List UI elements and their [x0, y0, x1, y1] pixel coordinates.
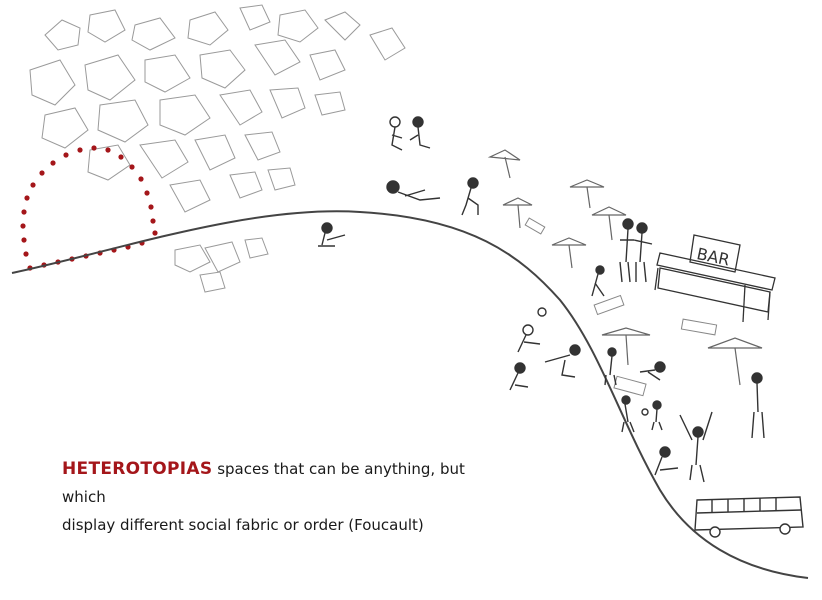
caption-line2: display different social fabric or order…: [62, 516, 424, 534]
bar-stand: [654, 234, 776, 323]
towels: [524, 217, 718, 397]
bus: [694, 496, 804, 538]
umbrellas: [487, 149, 763, 386]
shoreline: [11, 210, 809, 579]
bar-sign-text: BAR: [695, 244, 731, 269]
rock-cluster: [29, 4, 406, 293]
caption-keyword: HETEROTOPIAS: [62, 459, 213, 479]
caption: HETEROTOPIAS spaces that can be anything…: [62, 455, 482, 539]
caption-line1: spaces that can be anything, but which: [62, 460, 465, 506]
beachgoers: [318, 116, 765, 483]
